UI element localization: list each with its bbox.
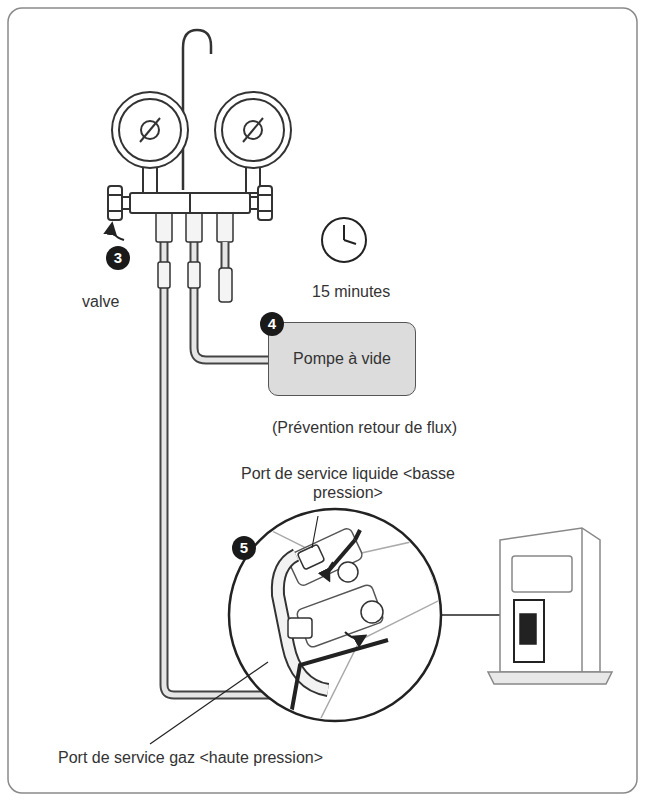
magnified-view [229, 509, 500, 721]
callout-number: 5 [232, 536, 256, 560]
rotation-arrow [112, 224, 124, 240]
outdoor-unit [488, 528, 612, 684]
note-label: (Prévention retour de flux) [272, 418, 457, 437]
callout-number: 4 [260, 312, 284, 336]
duration-label: 15 minutes [312, 282, 390, 301]
part-label: valve [82, 292, 119, 311]
gauges [112, 92, 291, 193]
callout-number: 3 [106, 246, 130, 270]
node-text: Pompe à vide [293, 349, 391, 369]
frame [8, 8, 637, 793]
port-label: Port de service gaz <haute pression> [58, 748, 323, 767]
manifold [108, 186, 272, 220]
hook [183, 30, 211, 190]
hose-fittings [156, 212, 233, 302]
node-text-group: Pompe à vide [293, 349, 391, 369]
leader-lines [150, 516, 318, 744]
port-label: Port de service liquide <basse pression> [238, 464, 458, 502]
vacuum-pump-box: Pompe à vide [268, 322, 416, 396]
clock-icon [322, 218, 366, 262]
